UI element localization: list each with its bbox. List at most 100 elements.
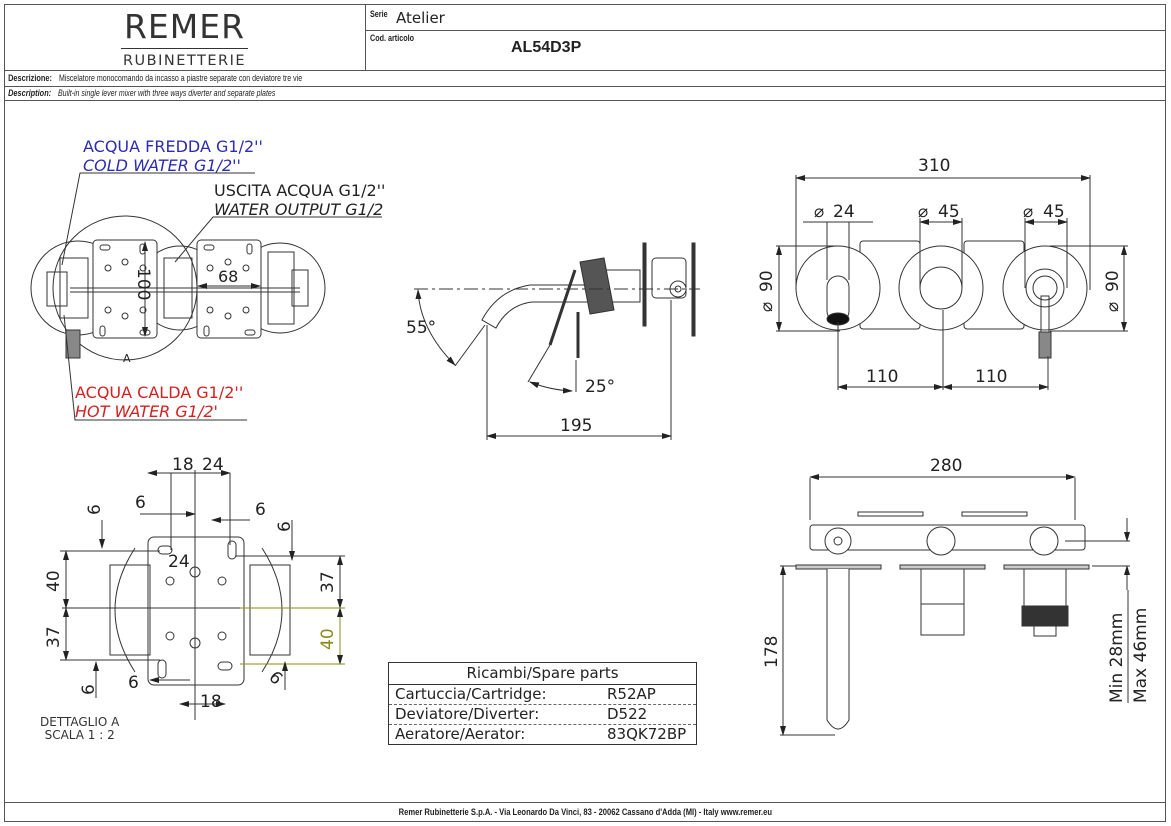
dim-text-6-a: 6 — [135, 493, 146, 513]
flange-2 — [899, 564, 986, 570]
dim-text-45b: 45 — [1043, 202, 1065, 222]
spout-side — [826, 569, 850, 730]
description-en-label: Description: — [8, 88, 52, 98]
detail-caption: DETTAGLIO A SCALA 1 : 2 — [40, 716, 119, 742]
serie-value: Atelier — [396, 9, 445, 27]
detail-marker-a: A — [123, 352, 131, 365]
dim-text-100: 100 — [133, 268, 153, 300]
dia-symbol-24: ⌀ — [814, 202, 824, 222]
detail-caption-title: DETTAGLIO A — [40, 715, 120, 729]
detail-left-body — [109, 564, 151, 656]
description-en: Description: Built-in single lever mixer … — [4, 87, 1166, 101]
dim-text-45a: 45 — [938, 202, 960, 222]
drawing-frame — [4, 4, 1166, 822]
mixer-knob-inner — [1032, 275, 1058, 301]
hot-label-en: HOT WATER G1/2' — [75, 402, 218, 421]
valve-box — [651, 257, 687, 299]
lever-handle — [548, 269, 577, 346]
detail-caption-scale: SCALA 1 : 2 — [44, 728, 115, 742]
diverter-connector — [926, 526, 956, 556]
spare-part-name: Deviatore/Diverter: — [395, 705, 540, 723]
output-leader — [174, 216, 382, 263]
flange-1 — [795, 564, 882, 570]
spare-part-code: D522 — [607, 705, 648, 723]
serie-field: Serie Atelier — [366, 4, 1166, 31]
cold-label-en: COLD WATER G1/2'' — [83, 156, 241, 175]
lever-angle-line — [527, 344, 551, 383]
dia-symbol-45b: ⌀ — [1023, 202, 1033, 222]
dim-text-37-left: 37 — [44, 626, 64, 648]
cold-label-it: ACQUA FREDDA G1/2'' — [83, 137, 263, 156]
output-label-it: USCITA ACQUA G1/2'' — [214, 181, 385, 200]
dim-text-6-b: 6 — [255, 500, 266, 520]
dim-text-40-right: 40 — [318, 628, 338, 650]
spare-part-code: R52AP — [607, 685, 656, 703]
dim-text-310: 310 — [918, 156, 950, 176]
plate-2 — [196, 239, 262, 339]
spout-connector-inner — [833, 536, 843, 546]
front-view — [776, 175, 1128, 390]
mixer-body-side — [1023, 568, 1067, 608]
description-it-text: Miscelatore monocomando da incasso a pia… — [58, 73, 302, 83]
hot-hose — [65, 329, 81, 359]
dim-text-195: 195 — [560, 416, 592, 436]
detail-right-arc — [261, 547, 283, 673]
bracket-2 — [961, 511, 1028, 517]
dia-symbol-90-left: ⌀ — [757, 302, 777, 312]
dim-text-90-left: 90 — [757, 270, 777, 292]
dia-symbol-45a: ⌀ — [918, 202, 928, 222]
detail-right-body — [249, 564, 291, 656]
dim-text-18-top: 18 — [172, 455, 194, 475]
dim-text-24-top: 24 — [202, 455, 224, 475]
mixer-cartridge — [1021, 605, 1069, 627]
dim-text-6-c: 6 — [85, 504, 105, 515]
dim-text-24-mid: 24 — [168, 552, 190, 572]
spare-part-code: 83QK72BP — [607, 725, 687, 743]
spare-parts-title: Ricambi/Spare parts — [389, 663, 696, 685]
description-it: Descrizione: Miscelatore monocomando da i… — [4, 71, 1166, 87]
depth-max-text: Max 46mm — [1131, 608, 1151, 703]
bracket-1 — [857, 511, 924, 517]
spout-angle-line — [454, 324, 486, 367]
dim-text-68: 68 — [218, 267, 238, 286]
flange-3 — [1003, 564, 1090, 570]
logo-rule — [121, 48, 248, 49]
dim-text-280: 280 — [930, 456, 962, 476]
mixer-cartridge-base — [1033, 625, 1057, 637]
dim-text-37-right: 37 — [318, 571, 338, 593]
diverter-rosette — [898, 245, 984, 331]
cold-inlet — [46, 271, 68, 307]
spare-part-row: Cartuccia/Cartridge: R52AP — [389, 685, 696, 705]
dim-text-178: 178 — [762, 636, 782, 668]
dim-text-6-d: 6 — [275, 521, 295, 532]
detail-a-view — [60, 470, 345, 720]
spare-part-name: Aeratore/Aerator: — [395, 725, 526, 743]
bottom-view — [780, 474, 1130, 736]
dim-text-40-left: 40 — [44, 570, 64, 592]
spout-profile — [481, 284, 591, 329]
code-label: Cod. articolo — [370, 33, 415, 43]
angle-text-55: 55° — [406, 318, 436, 338]
spout-connector — [824, 527, 852, 555]
dia-symbol-90-right: ⌀ — [1103, 302, 1123, 312]
spare-part-row: Deviatore/Diverter: D522 — [389, 705, 696, 725]
output-label-en: WATER OUTPUT G1/2 — [214, 200, 383, 219]
spare-part-row: Aeratore/Aerator: 83QK72BP — [389, 725, 696, 744]
mixer-connector — [1029, 526, 1059, 556]
dim-text-110a: 110 — [866, 367, 898, 387]
dim-text-6-e: 6 — [79, 684, 99, 695]
detail-holes — [157, 540, 237, 679]
dim-text-18-bottom: 18 — [200, 692, 222, 712]
logo-main: REMER — [123, 7, 246, 46]
angle-arc-25 — [529, 381, 573, 394]
mixer-lever-grip — [1038, 331, 1052, 359]
spare-part-name: Cartuccia/Cartridge: — [395, 685, 547, 703]
depth-min-text: Min 28mm — [1107, 613, 1127, 703]
side-view — [414, 242, 700, 440]
dim-text-24: 24 — [833, 202, 855, 222]
mixer-knob — [1025, 268, 1065, 308]
dim-text-110b: 110 — [975, 367, 1007, 387]
description-en-text: Built-in single lever mixer with three w… — [57, 88, 275, 98]
description-it-label: Descrizione: — [8, 73, 52, 83]
